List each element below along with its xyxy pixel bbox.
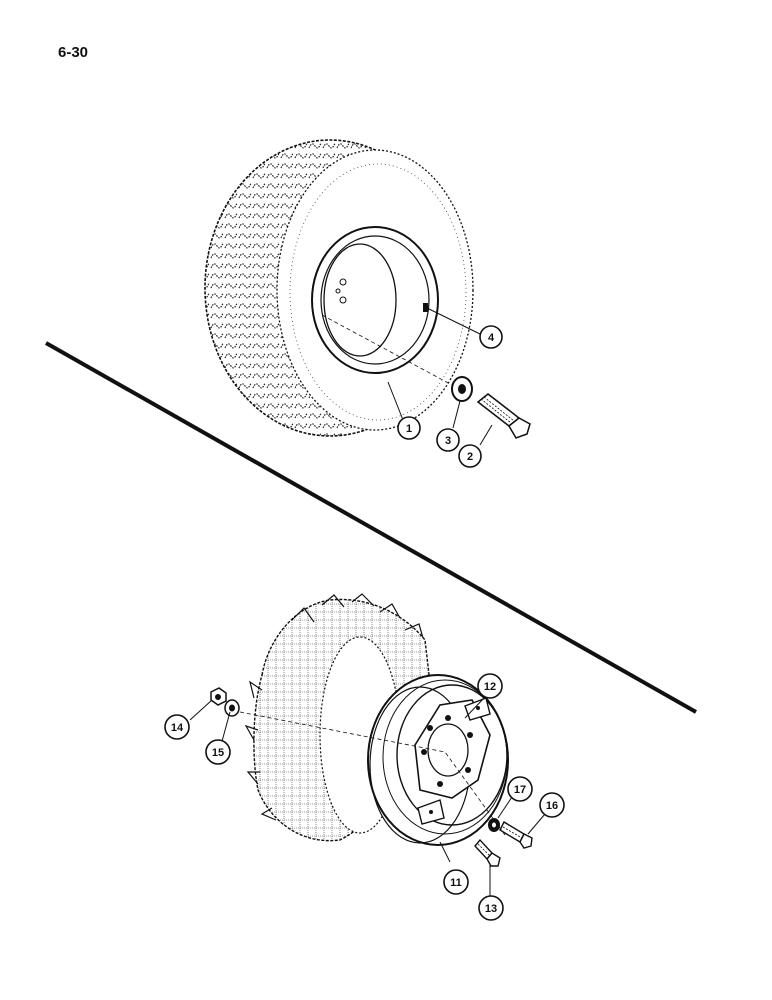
callout-15: 15 — [205, 739, 231, 765]
washer-17 — [488, 818, 500, 832]
front-wheel-rim — [311, 226, 439, 374]
leader-line-16 — [527, 813, 546, 835]
callout-16: 16 — [539, 792, 565, 818]
callout-label: 13 — [485, 903, 497, 915]
leader-line-4 — [426, 307, 481, 335]
leader-line-17 — [497, 796, 513, 819]
leader-line-14 — [189, 699, 213, 721]
leader-line-15 — [220, 711, 231, 746]
washer-3 — [451, 376, 473, 402]
callout-label: 14 — [171, 722, 184, 734]
leader-line-hub — [321, 314, 453, 386]
page-number: 6-30 — [58, 44, 89, 61]
nut-14 — [210, 687, 227, 706]
wheel-center-disc — [414, 699, 491, 799]
callout-label: 1 — [406, 423, 412, 435]
callout-label: 11 — [450, 877, 462, 889]
leader-line-12 — [464, 696, 486, 719]
callout-14: 14 — [164, 714, 190, 740]
callout-label: 12 — [484, 681, 496, 693]
valve-stem — [423, 303, 428, 312]
callout-label: 2 — [467, 451, 473, 463]
callout-label: 16 — [546, 800, 558, 812]
callout-label: 3 — [445, 435, 451, 447]
callout-11: 11 — [443, 869, 469, 895]
leader-line-2 — [479, 424, 493, 446]
callout-12: 12 — [477, 673, 503, 699]
mounting-bracket-lower — [417, 799, 445, 825]
mounting-bracket-12 — [464, 697, 491, 721]
front-tire-assembly — [204, 139, 531, 446]
callout-4: 4 — [479, 325, 503, 349]
bolt-2 — [476, 393, 531, 439]
bolt-13 — [474, 838, 501, 867]
callout-1: 1 — [397, 416, 421, 440]
callout-label: 4 — [488, 332, 495, 344]
rear-tire-assembly — [189, 593, 546, 896]
bolt-16 — [499, 821, 533, 849]
callout-label: 15 — [212, 747, 224, 759]
callout-3: 3 — [436, 428, 460, 452]
leader-line-3 — [452, 400, 461, 429]
callout-13: 13 — [478, 895, 504, 921]
callout-label: 17 — [514, 784, 526, 796]
lock-washer-15 — [224, 699, 240, 717]
separator-line — [45, 341, 697, 714]
callout-2: 2 — [458, 444, 482, 468]
callout-17: 17 — [507, 776, 533, 802]
leader-line-1 — [387, 381, 404, 421]
leader-line-11 — [439, 841, 451, 863]
